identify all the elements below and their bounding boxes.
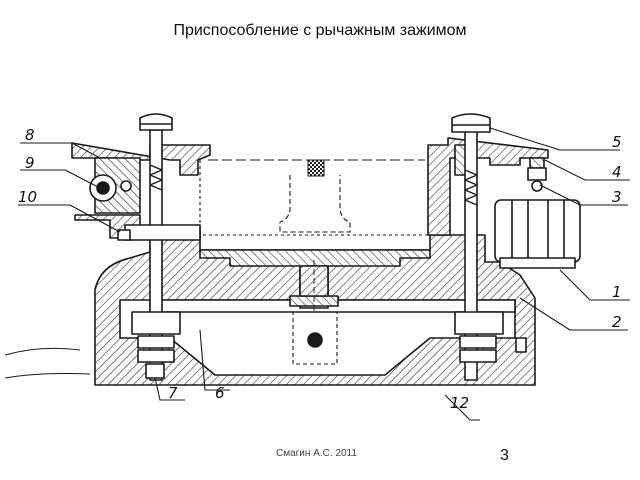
slide-title: Приспособление с рычажным зажимом <box>173 22 467 39</box>
footer-author: Смагин А.С. 2011 <box>276 448 357 459</box>
support-cylinder <box>494 199 581 269</box>
callout-1: 1 <box>612 283 622 301</box>
right-stud <box>451 113 504 381</box>
callout-6: 6 <box>215 384 225 402</box>
adjusting-screw <box>527 157 547 192</box>
callout-8: 8 <box>25 126 35 144</box>
callout-9: 9 <box>25 154 35 172</box>
callout-7: 7 <box>168 384 178 402</box>
table-plate <box>199 249 431 312</box>
workpiece <box>199 159 431 236</box>
callout-10: 10 <box>18 188 37 206</box>
callout-4: 4 <box>612 163 622 181</box>
left-stud <box>117 113 201 381</box>
left-lever <box>71 142 211 239</box>
callout-5: 5 <box>612 133 622 151</box>
callout-2: 2 <box>612 313 622 331</box>
page-number: 3 <box>500 447 509 464</box>
callout-12: 12 <box>450 394 469 412</box>
leader-lines <box>18 127 630 421</box>
callout-3: 3 <box>612 188 622 206</box>
